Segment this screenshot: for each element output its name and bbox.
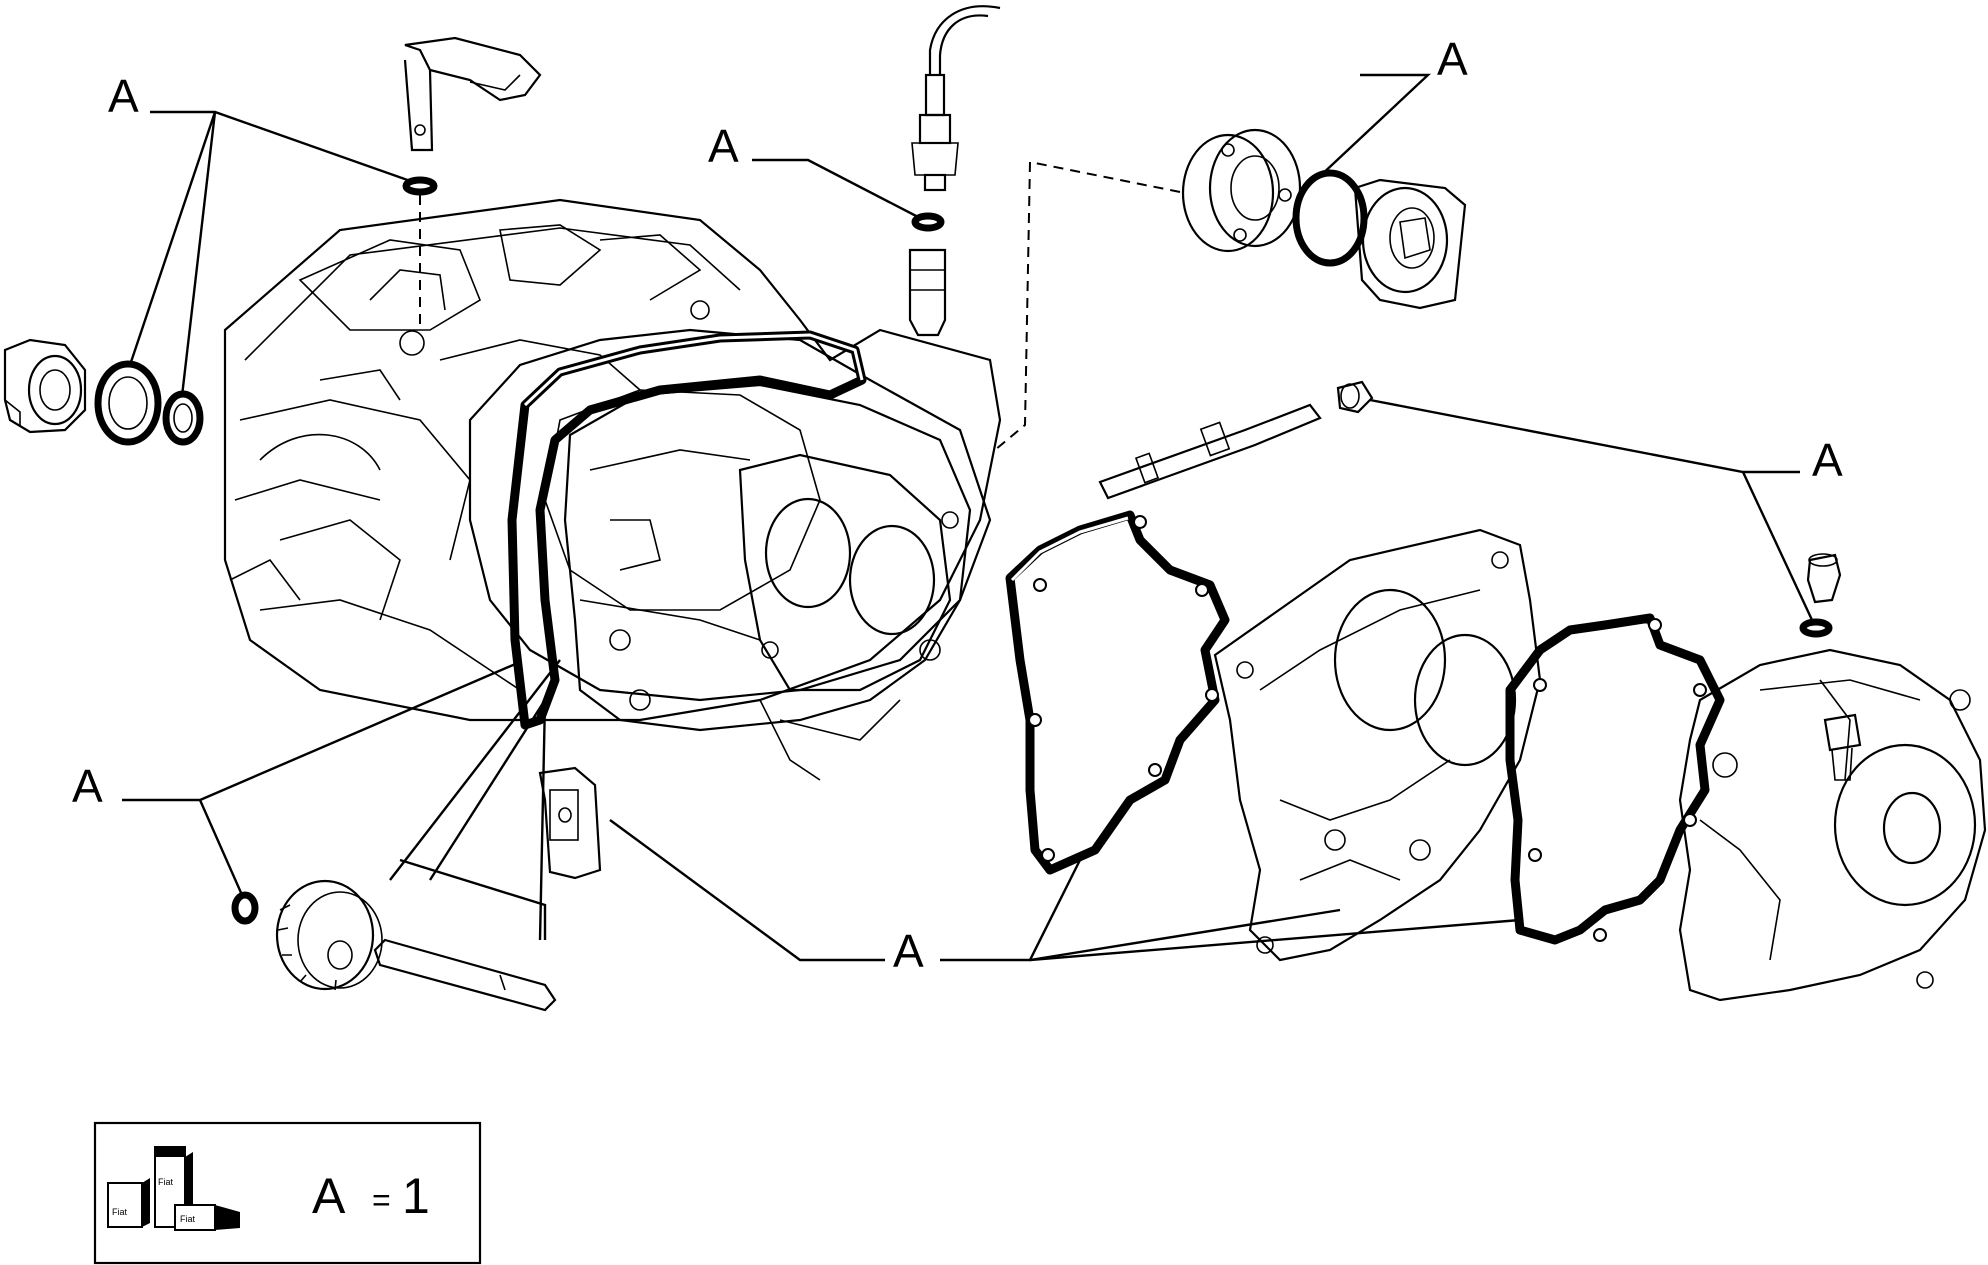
o-ring-bottom-left [231,891,259,925]
callout-a-speedometer: A [708,120,739,172]
legend-equals: = [372,1182,391,1218]
callout-a-top-left: A [108,70,139,122]
quantity-legend: Fiat Fiat Fiat A = 1 [93,1121,482,1265]
reverse-idler-gear [275,879,383,991]
legend-quantity: 1 [402,1168,430,1224]
kit-label-2: Fiat [158,1177,174,1187]
callout-a-right: A [1812,434,1843,486]
breather-plug [1806,553,1842,604]
clutch-release-bearing [3,338,87,434]
clutch-housing [223,198,1002,722]
rear-housing-plate [1213,528,1542,962]
interlock-pad [538,766,602,880]
leader-lines [122,73,1814,962]
gasket-right [1505,613,1725,945]
end-cover [1678,648,1987,1002]
seal-plate-left [94,360,162,446]
bearing-cover [1353,178,1467,310]
kit-label-3: Fiat [180,1214,196,1224]
ball-bearing [1181,128,1302,253]
housing-gasket-left [507,330,867,730]
shift-rod-top [403,36,542,152]
speedometer-pinion [908,248,947,337]
callout-a-top-right: A [1437,33,1468,85]
o-ring-breather [1799,618,1833,638]
gear-casing [563,383,972,781]
speedometer-cable [911,5,1001,192]
o-ring-top-left [402,176,438,196]
legend-letter: A [312,1168,346,1224]
oil-seal-left [162,390,204,446]
seal-ring-right [1292,169,1368,267]
selector-shaft [1098,403,1322,500]
kit-package-icon: Fiat Fiat Fiat [107,1146,240,1231]
kit-label-1: Fiat [112,1207,128,1217]
idler-shaft [373,938,557,1012]
callout-a-bottom-center: A [893,925,924,977]
callout-a-bottom-left: A [72,760,103,812]
gasket-center [1005,510,1230,875]
callout-labels: A A A A A A [72,33,1843,977]
alignment-dashed-line [994,160,1181,451]
o-ring-speedometer [911,212,945,232]
plug-small [1336,380,1374,414]
